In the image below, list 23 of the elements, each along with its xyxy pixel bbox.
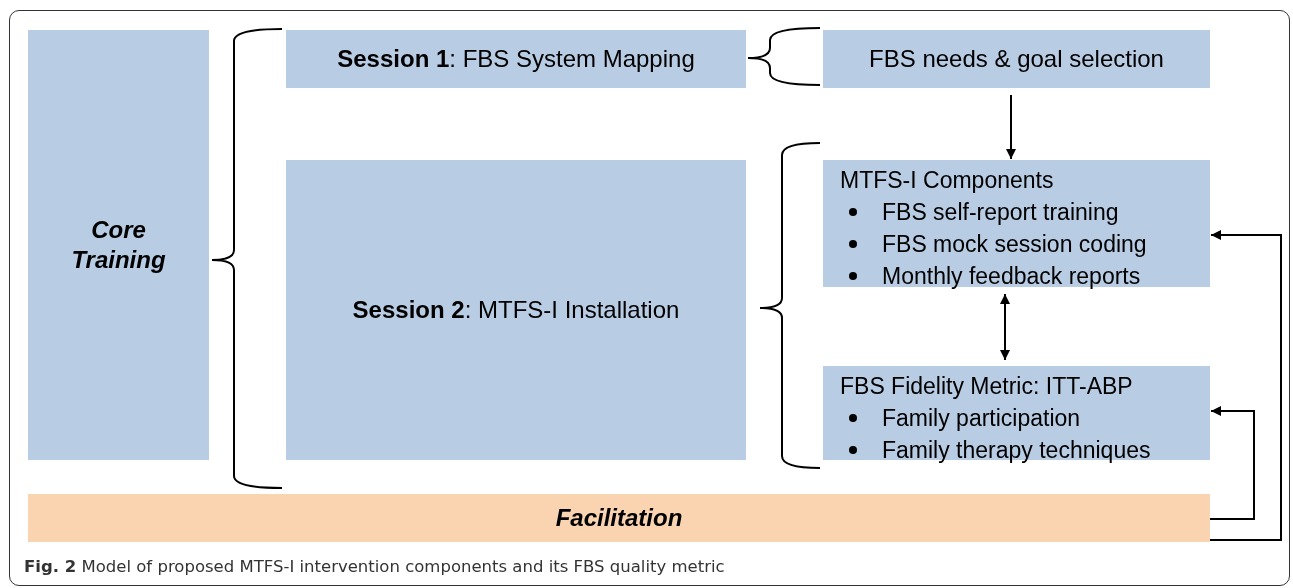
arrow <box>1209 406 1255 520</box>
bullet-item: Monthly feedback reports <box>882 260 1210 292</box>
arrow <box>1000 293 1010 361</box>
bullet-item: Family participation <box>882 402 1210 434</box>
box-heading: FBS Fidelity Metric: ITT-ABP <box>840 372 1134 401</box>
arrow <box>1209 230 1282 541</box>
session-box <box>286 30 746 88</box>
bullet-item: FBS self-report training <box>882 196 1210 228</box>
box-label: FBS needs & goal selection <box>869 45 1164 73</box>
label-box <box>28 30 209 460</box>
box-label: Facilitation <box>555 503 683 533</box>
facilitation-bar <box>28 494 1210 542</box>
process-box <box>823 30 1210 88</box>
bullet-item: FBS mock session coding <box>882 228 1210 260</box>
box-label: Session 2: MTFS-I Installation <box>352 296 680 324</box>
box-heading: MTFS-I Components <box>840 166 1055 195</box>
figure-caption: Fig. 2 Model of proposed MTFS-I intervention components and its FBS quality metric <box>24 557 725 576</box>
bullet-item: Family therapy techniques <box>882 434 1210 466</box>
box-label: Session 1: FBS System Mapping <box>337 45 695 73</box>
component-box <box>823 160 1210 287</box>
box-label: Core Training <box>70 215 167 275</box>
session-box <box>286 160 746 460</box>
arrow <box>1006 94 1016 160</box>
